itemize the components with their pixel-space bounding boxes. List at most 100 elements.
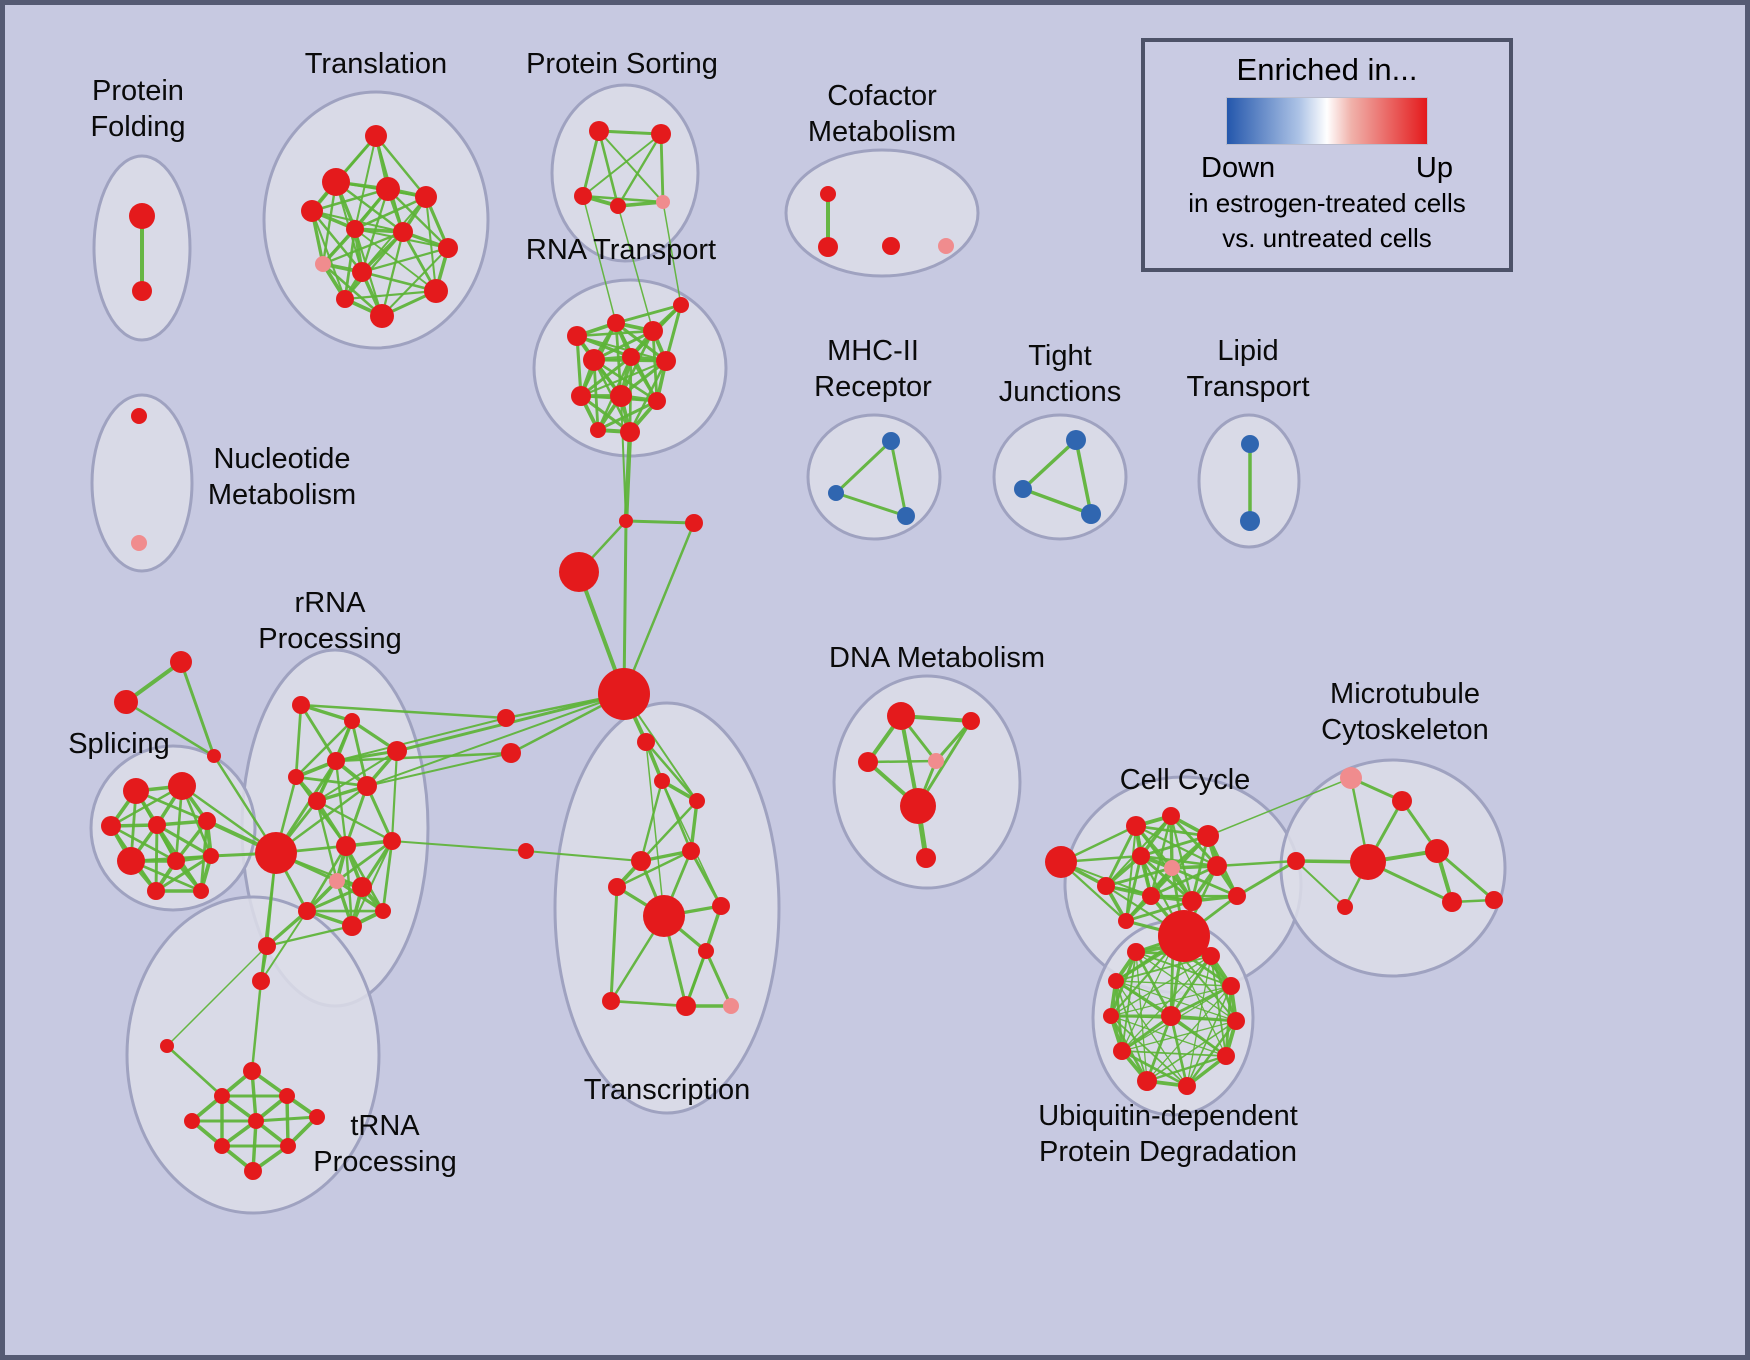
gene-set-node — [346, 220, 364, 238]
gene-set-node — [243, 1062, 261, 1080]
network-edge — [1295, 860, 1346, 908]
network-edge — [1115, 980, 1237, 1022]
gene-set-node — [214, 1138, 230, 1154]
legend-scale: Down Up — [1201, 152, 1453, 185]
gene-set-node — [342, 916, 362, 936]
network-edge — [374, 134, 428, 199]
network-edge — [662, 201, 682, 306]
gene-set-node — [1164, 937, 1182, 955]
gene-set-node — [376, 177, 400, 201]
network-edge — [834, 491, 908, 518]
gene-set-node — [608, 878, 626, 896]
network-edge — [582, 133, 662, 197]
network-edge — [639, 779, 664, 863]
cluster-label-transcription: Transcription — [584, 1074, 751, 1106]
network-edge — [866, 759, 938, 764]
network-edge — [1109, 944, 1175, 1018]
gene-set-node — [255, 832, 297, 874]
network-edge — [616, 132, 663, 208]
network-edge — [343, 230, 405, 301]
network-edge — [617, 205, 654, 332]
gene-set-node — [1202, 947, 1220, 965]
cluster-label-mhc-ii-receptor: Receptor — [814, 371, 932, 403]
gene-set-node — [203, 848, 219, 864]
gene-set-node — [637, 733, 655, 751]
network-edge — [334, 759, 348, 848]
gene-set-node — [820, 186, 836, 202]
network-edge — [1121, 1050, 1227, 1057]
network-edge — [1215, 859, 1298, 868]
gene-set-node — [357, 776, 377, 796]
gene-set-node — [1118, 913, 1134, 929]
gene-set-node — [1392, 791, 1412, 811]
gene-set-node — [916, 848, 936, 868]
gene-set-node — [590, 422, 606, 438]
gene-set-node — [101, 816, 121, 836]
gene-set-node — [123, 778, 149, 804]
gene-set-node — [828, 485, 844, 501]
network-edge — [1169, 984, 1233, 1018]
gene-set-node — [900, 788, 936, 824]
gene-set-node — [1217, 1047, 1235, 1065]
gene-set-node — [1197, 825, 1219, 847]
network-edge — [622, 521, 696, 696]
network-edge — [299, 703, 338, 763]
legend-up-label: Up — [1415, 152, 1453, 184]
legend-gradient-bar — [1226, 97, 1428, 145]
network-edge — [265, 924, 354, 948]
gene-set-node — [682, 842, 700, 860]
network-edge — [259, 851, 278, 983]
network-edge — [353, 195, 428, 231]
gene-set-node — [571, 386, 591, 406]
gene-set-node — [723, 998, 739, 1014]
gene-set-node — [858, 752, 878, 772]
network-edge — [620, 395, 627, 522]
gene-set-node — [1108, 973, 1124, 989]
network-edge — [1169, 1014, 1238, 1023]
network-edge — [380, 230, 405, 318]
network-edge — [254, 1115, 319, 1123]
gene-set-node — [1162, 807, 1180, 825]
gene-set-node — [147, 882, 165, 900]
gene-set-node — [1485, 891, 1503, 909]
legend-caption-line1: in estrogen-treated cells — [1188, 188, 1466, 218]
gene-set-node — [131, 535, 147, 551]
gene-set-node — [387, 741, 407, 761]
network-edge — [353, 134, 378, 231]
gene-set-node — [244, 1162, 262, 1180]
network-edge — [154, 854, 213, 893]
gene-set-node — [501, 743, 521, 763]
network-edge — [659, 132, 665, 204]
gene-set-node — [643, 895, 685, 937]
gene-set-node — [882, 237, 900, 255]
legend: Enriched in... Down Up in estrogen-treat… — [1141, 38, 1513, 272]
gene-set-node — [1227, 1012, 1245, 1030]
legend-down-label: Down — [1201, 152, 1276, 184]
gene-set-node — [654, 773, 670, 789]
network-edge — [596, 399, 659, 432]
gene-set-node — [643, 321, 663, 341]
gene-set-node — [620, 422, 640, 442]
cluster-label-nucleotide-metabolism: Metabolism — [208, 479, 356, 511]
gene-set-node — [1241, 435, 1259, 453]
gene-set-node — [656, 351, 676, 371]
gene-set-node — [673, 297, 689, 313]
network-edge — [615, 849, 693, 889]
cluster-label-mhc-ii-receptor: MHC-II — [827, 335, 919, 367]
network-edge — [1110, 1015, 1227, 1057]
cluster-label-protein-folding: Folding — [90, 111, 185, 143]
gene-set-node — [897, 507, 915, 525]
network-edge — [597, 129, 663, 136]
gene-set-node — [1097, 877, 1115, 895]
network-edge — [1104, 824, 1138, 888]
gene-set-node — [648, 392, 666, 410]
gene-set-node — [424, 279, 448, 303]
gene-set-node — [1014, 480, 1032, 498]
network-edge — [299, 703, 508, 720]
gene-set-node — [1287, 852, 1305, 870]
network-edge — [310, 209, 364, 274]
gene-set-node — [315, 256, 331, 272]
network-edge — [624, 519, 696, 525]
